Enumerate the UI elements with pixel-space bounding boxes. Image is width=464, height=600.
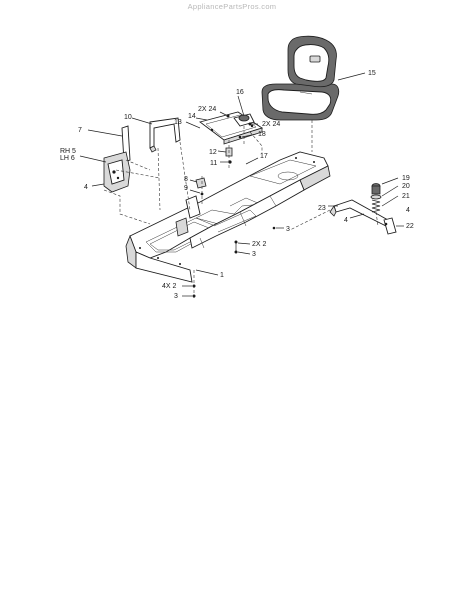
assembly-guide-lines — [103, 120, 379, 231]
callout-20: 20 — [402, 183, 410, 190]
fastener-group-lower — [182, 226, 284, 300]
fastener-group-mid — [189, 176, 207, 204]
callout-10: 10 — [124, 114, 132, 121]
callout-2x2: 2X 2 — [252, 241, 267, 248]
callout-8: 8 — [184, 176, 188, 183]
callout-4x2: 4X 2 — [162, 283, 177, 290]
callout-2x24-left: 2X 24 — [198, 106, 216, 113]
callout-1: 1 — [220, 272, 224, 279]
callout-23: 23 — [318, 205, 326, 212]
callout-13: 13 — [174, 119, 182, 126]
callout-15: 15 — [368, 70, 376, 77]
callout-2x24-right: 2X 24 — [262, 121, 280, 128]
watermark: AppliancePartsPros.com — [187, 2, 277, 11]
pedal-linkage-part — [328, 199, 404, 235]
callout-4-left: 4 — [84, 184, 88, 191]
callout-17: 17 — [260, 153, 268, 160]
callout-19: 19 — [402, 175, 410, 182]
callout-22: 22 — [406, 223, 414, 230]
callout-3-mid: 3 — [252, 251, 256, 258]
spring-assembly-part — [370, 177, 399, 213]
callout-21: 21 — [402, 193, 410, 200]
seat-bracket-part — [131, 117, 181, 153]
callout-4-right: 4 — [406, 207, 410, 214]
callout-11: 11 — [210, 160, 217, 167]
callout-lh6: LH 6 — [60, 155, 75, 162]
callout-4-mid: 4 — [344, 217, 348, 224]
main-frame-part — [125, 151, 331, 283]
callout-3-lower: 3 — [174, 293, 178, 300]
callout-16: 16 — [236, 89, 244, 96]
callout-7: 7 — [78, 127, 82, 134]
callout-18: 18 — [258, 131, 266, 138]
leader-17 — [245, 157, 259, 165]
seat-pan-part — [195, 95, 264, 145]
callout-9: 9 — [184, 185, 188, 192]
callout-14: 14 — [188, 113, 196, 120]
callout-12: 12 — [209, 149, 217, 156]
callout-labels: 15 16 2X 24 10 14 13 2X 24 7 18 RH 5 LH … — [60, 70, 414, 300]
callout-rh5: RH 5 — [60, 148, 76, 155]
fastener-group-upper — [185, 111, 258, 170]
callout-3-right: 3 — [286, 226, 290, 233]
fender-bracket-part — [79, 151, 131, 193]
seat-part — [261, 35, 366, 121]
